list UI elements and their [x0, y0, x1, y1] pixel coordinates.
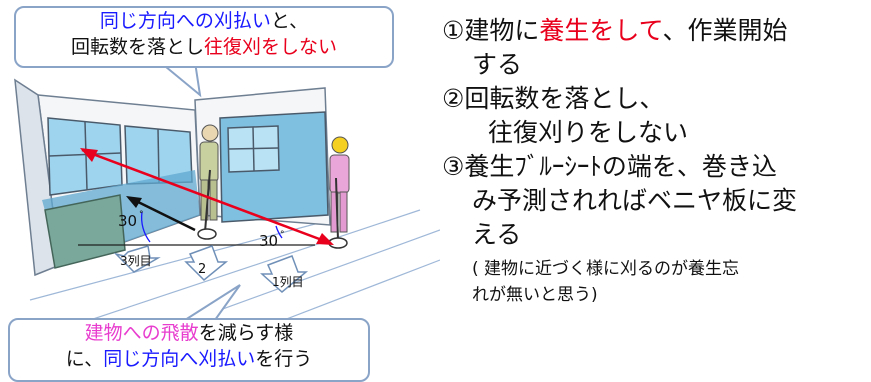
step-3-text-a: ③養生ﾌﾞﾙｰｼｰﾄの端を、巻き込: [442, 152, 777, 181]
instruction-steps: ①建物に養生をして、作業開始 する ②回転数を落とし、 往復刈りをしない ③養生…: [442, 14, 867, 308]
callout-bottom-text-1: を減らす様: [198, 322, 294, 344]
row-arrow-2: 2: [184, 245, 229, 282]
svg-text:°: °: [280, 230, 285, 240]
note-text-a: ( 建物に近づく様に刈るのが養生忘: [472, 259, 740, 279]
row-arrow-3: 3列目: [113, 245, 161, 273]
row-label-2: 2: [198, 262, 206, 277]
step-3-text-b: み予測されればベニヤ板に変: [472, 186, 798, 215]
callout-top-emphasis: 同じ方向への刈払い: [99, 10, 271, 32]
trimmer-head-1: [197, 228, 217, 240]
worker-pink: [328, 136, 350, 249]
callout-bottom-text-3: を行う: [255, 348, 313, 370]
mowing-illustration: 30 ° 30 ° 3列目 2 1列目: [14, 60, 440, 361]
angle-arc-left: [140, 211, 151, 243]
callout-top-warning: 往復刈をしない: [204, 36, 338, 58]
angle-arc-right: [275, 225, 283, 239]
step-1-text-d: する: [472, 50, 523, 79]
step-1-text-c: 、作業開始: [662, 16, 788, 45]
plywood-board: [44, 194, 126, 269]
black-direction-arrow: [126, 196, 196, 232]
step-3-text-c: える: [472, 220, 522, 249]
callout-bottom-tail: [181, 284, 241, 321]
step-1-emphasis: 養生をして: [539, 16, 663, 45]
step-1-text-a: ①建物に: [442, 16, 540, 45]
row-label-1: 1列目: [272, 275, 304, 289]
step-3: ③養生ﾌﾞﾙｰｼｰﾄの端を、巻き込 み予測されればベニヤ板に変 える: [442, 150, 867, 252]
step-note: ( 建物に近づく様に刈るのが養生忘 れが無いと思う): [442, 256, 867, 308]
callout-top: 同じ方向への刈払いと、 回転数を落とし往復刈をしない: [14, 6, 394, 68]
callout-bottom-emphasis: 建物への飛散: [84, 322, 199, 344]
angle-label-right: 30: [259, 232, 278, 250]
row-label-3: 3列目: [120, 254, 152, 268]
note-text-b: れが無いと思う): [472, 285, 598, 305]
right-building: [194, 87, 331, 226]
callout-bottom: 建物への飛散を減らす様 に、同じ方向へ刈払いを行う: [8, 318, 370, 382]
step-1: ①建物に養生をして、作業開始 する: [442, 14, 867, 82]
callout-bottom-text-2: に、: [65, 348, 104, 370]
callout-top-text-1: と、: [270, 10, 309, 32]
left-building: [14, 78, 201, 277]
row-arrow-1: 1列目: [260, 255, 309, 293]
step-2: ②回転数を落とし、 往復刈りをしない: [442, 82, 867, 150]
step-2-text-a: ②回転数を落とし、: [442, 84, 665, 113]
callout-top-text-2: 回転数を落とし: [70, 36, 204, 58]
step-2-text-b: 往復刈りをしない: [488, 118, 689, 147]
svg-text:°: °: [139, 210, 144, 220]
angle-label-left: 30: [118, 212, 137, 230]
red-direction-arrow: [80, 148, 334, 245]
callout-bottom-blue: 同じ方向へ刈払い: [103, 348, 256, 370]
